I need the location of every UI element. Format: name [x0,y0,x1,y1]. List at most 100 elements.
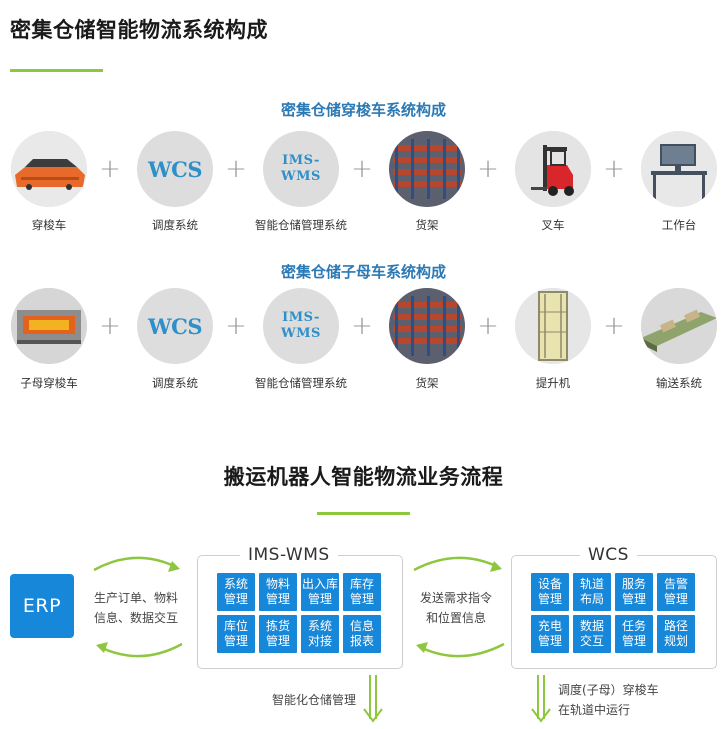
shelf-icon [389,288,465,364]
item-label: 货架 [415,376,439,390]
wcs-tile-line: 管理 [663,592,688,606]
ims-tile: 拣货管理 [259,615,297,653]
erp-ims-exchange-arrows [93,556,183,658]
section-title-shuttle: 密集仓储穿梭车系统构成 [280,101,446,119]
wcs-tile: 设备管理 [531,573,569,611]
item-label: 调度系统 [152,218,198,232]
ims-tile-line: 库位 [223,619,248,633]
item-label: 输送系统 [656,376,702,390]
item-label: 叉车 [541,218,565,232]
page-title: 密集仓储智能物流系统构成 [10,18,268,42]
wcs-tile-line: 告警 [663,577,688,591]
ims-tile: 库位管理 [217,615,255,653]
ims-tile-line: 管理 [223,592,248,606]
ims-tile-line: 信息 [349,619,374,633]
ims-tile-line: 出入库 [301,577,338,591]
plus-sign: + [351,154,373,184]
ims-tile-line: 管理 [265,592,290,606]
ims-logo-line1: IMS- [282,153,320,168]
ims-tile-line: 管理 [265,634,290,648]
ims-tile: 物料管理 [259,573,297,611]
wcs-tile: 任务管理 [615,615,653,653]
ims-wms-logo-text: IMS- WMS [281,310,321,342]
erp-link-line1: 生产订单、物料 [93,591,178,605]
wcs-logo: WCS [137,288,213,364]
wcs-tile-line: 路径 [663,619,688,633]
lift-icon [515,288,591,364]
erp-link-text: 生产订单、物料 信息、数据交互 [84,588,188,628]
forklift-icon [515,131,591,207]
erp-box: ERP [10,574,74,638]
ims-logo-line1: IMS- [282,310,320,325]
shuttle-car-icon [11,131,87,207]
middle-link-line2: 和位置信息 [425,611,486,625]
ims-tile-line: 拣货 [265,619,290,633]
ims-tile-line: 对接 [307,634,332,648]
ims-output-text: 智能化仓储管理 [271,693,356,707]
item-label: 智能仓储管理系统 [255,218,347,232]
plus-sign: + [603,311,625,341]
item-label: 穿梭车 [31,218,67,232]
wcs-output-text: 调度(子母）穿梭车 在轨道中运行 [558,680,688,720]
wcs-tile: 路径规划 [657,615,695,653]
wcs-tile-line: 服务 [621,577,646,591]
ims-wms-logo: IMS- WMS [263,131,339,207]
plus-sign: + [225,154,247,184]
plus-sign: + [603,154,625,184]
ims-tile: 库存管理 [343,573,381,611]
plus-sign: + [99,311,121,341]
item-label: 智能仓储管理系统 [255,376,347,390]
workstation-icon [641,131,717,207]
ims-logo-line2: WMS [281,169,321,184]
wcs-output-arrow [531,675,551,723]
ims-wms-logo-text: IMS- WMS [281,153,321,185]
wcs-tile-line: 管理 [537,592,562,606]
wcs-tile: 服务管理 [615,573,653,611]
wcs-tile: 轨道布局 [573,573,611,611]
item-label: 子母穿梭车 [20,376,78,390]
wcs-tile: 告警管理 [657,573,695,611]
wcs-logo-text: WCS [148,313,202,339]
plus-sign: + [225,311,247,341]
ims-tile-line: 物料 [265,577,290,591]
item-label: 工作台 [661,218,697,232]
ims-output-arrow [363,675,383,723]
ims-tile-line: 库存 [349,577,374,591]
conveyor-icon [641,288,717,364]
ims-wms-logo: IMS- WMS [263,288,339,364]
ims-logo-line2: WMS [281,326,321,341]
title-underline [10,69,103,72]
wcs-tile-line: 任务 [621,619,646,633]
ims-tile-line: 管理 [307,592,332,606]
wcs-tile-line: 管理 [621,634,646,648]
ims-wms-panel-title: IMS-WMS [240,545,338,565]
wcs-tile-line: 轨道 [579,577,604,591]
erp-link-line2: 信息、数据交互 [93,611,178,625]
wcs-tile-line: 管理 [621,592,646,606]
ims-tile: 出入库管理 [301,573,339,611]
wcs-tile-line: 充电 [537,619,562,633]
wcs-tile: 充电管理 [531,615,569,653]
section-title-mother-child: 密集仓储子母车系统构成 [280,263,446,281]
wcs-panel-title: WCS [580,545,637,565]
ims-tile-line: 系统 [307,619,332,633]
ims-tile-line: 管理 [349,592,374,606]
process-title-underline [317,512,410,515]
wcs-tile-line: 设备 [537,577,562,591]
ims-tile: 系统对接 [301,615,339,653]
ims-tile-line: 管理 [223,634,248,648]
ims-tile-line: 报表 [349,634,374,648]
plus-sign: + [477,154,499,184]
ims-tile: 系统管理 [217,573,255,611]
shelf-icon [389,131,465,207]
wcs-tile-line: 管理 [537,634,562,648]
plus-sign: + [99,154,121,184]
item-label: 调度系统 [152,376,198,390]
wcs-logo-text: WCS [148,156,202,182]
ims-wcs-exchange-arrows [413,556,505,658]
wcs-tile-line: 规划 [663,634,688,648]
wcs-tile: 数据交互 [573,615,611,653]
ims-tile-line: 系统 [223,577,248,591]
middle-link-text: 发送需求指令 和位置信息 [404,588,508,628]
process-title: 搬运机器人智能物流业务流程 [223,465,504,489]
